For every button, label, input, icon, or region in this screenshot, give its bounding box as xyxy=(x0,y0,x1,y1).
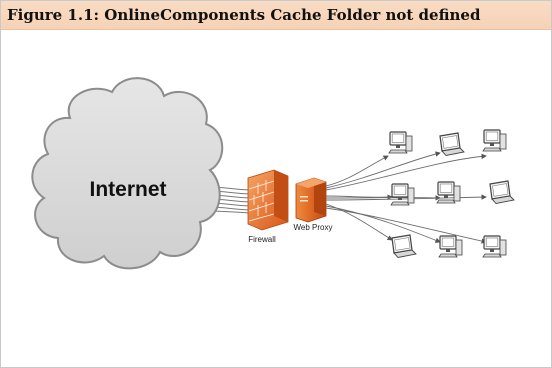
client-desktop-icon xyxy=(438,235,463,258)
client-desktop-icon xyxy=(388,131,413,154)
client-laptop-icon xyxy=(391,234,417,259)
figure-caption: Figure 1.1: OnlineComponents Cache Folde… xyxy=(7,6,481,24)
internet-label: Internet xyxy=(89,178,166,201)
firewall-label: Firewall xyxy=(248,235,276,244)
web-proxy-label: Web Proxy xyxy=(294,223,333,232)
client-laptop-icon xyxy=(439,132,465,157)
internet-cloud-icon xyxy=(31,77,224,270)
web-proxy-server-icon xyxy=(295,177,327,223)
client-desktop-icon xyxy=(482,235,507,258)
firewall-icon xyxy=(247,169,289,231)
client-desktop-icon xyxy=(436,181,461,204)
client-desktop-icon xyxy=(482,129,507,152)
client-desktop-icon xyxy=(390,183,415,206)
client-laptop-icon xyxy=(489,180,515,205)
network-diagram: Internet Firewall Web Proxy xyxy=(31,77,515,270)
caption-bar: Figure 1.1: OnlineComponents Cache Folde… xyxy=(1,1,551,30)
